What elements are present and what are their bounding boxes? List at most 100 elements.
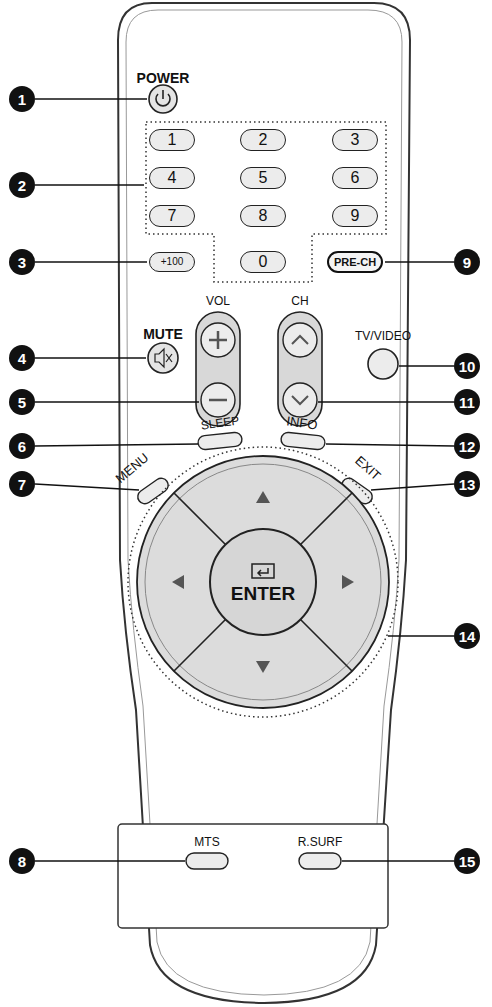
callout-circle [454,848,480,874]
plus-symbol [209,331,227,349]
button-label: PRE-CH [334,257,376,268]
leader-line [35,484,139,490]
callout-number: 3 [18,255,26,270]
channel-down-button [283,383,317,417]
callout-circle [9,433,35,459]
button-name: MENU [113,451,151,486]
callout-number: 5 [18,395,26,410]
callout-number: 1 [18,92,26,107]
button-label: 8 [259,208,268,224]
sleep-button [197,432,242,451]
minus-symbol [209,399,227,402]
button-name: SLEEP [200,414,240,431]
callout-circle [454,623,480,649]
button-name: POWER [137,71,190,85]
callout-number: 15 [459,854,476,869]
button-name: EXIT [353,453,383,482]
button-label: 7 [168,208,177,224]
remote-button: 0 [240,251,286,273]
button-label: +100 [161,257,184,267]
mute-icon [155,349,164,367]
button-label: 9 [351,208,360,224]
dpad [137,456,389,708]
mts-button [186,853,228,869]
mute-button [148,343,178,373]
power-button [149,85,177,113]
callout-number: 6 [18,439,26,454]
callout-number: 2 [18,178,26,193]
callout-circle [454,471,480,497]
bottom-panel [118,824,388,928]
enter-button: ENTER [209,528,317,636]
keypad-outline [146,122,386,282]
leader-line [35,357,146,359]
leader-line [326,444,454,446]
remote-button: 2 [240,129,286,151]
remote-button: 7 [149,205,195,227]
button-name: MUTE [143,327,183,341]
button-label: 1 [168,132,177,148]
leader-line [388,635,454,637]
leader-line [35,261,147,263]
leader-line [318,401,454,403]
callout-number: 8 [18,854,26,869]
remote-button: 3 [332,129,378,151]
leader-line [35,184,144,186]
remote-button: 5 [240,167,286,189]
button-name: R.SURF [298,836,343,848]
leader-line [371,484,454,490]
leader-line [35,860,185,862]
dpad-ring [145,464,381,700]
volume-up-button [201,323,235,357]
button-label: 0 [259,254,268,270]
dpad-divider [174,493,352,671]
down-chevron [292,396,308,404]
up-chevron [292,336,308,344]
callout-circle [9,345,35,371]
callout-circle [454,389,480,415]
enter-icon [258,568,268,576]
button-name: INFO [286,414,319,431]
leader-line [35,401,199,403]
remote-button: 9 [332,205,378,227]
volume-rocker [196,312,240,426]
remote-button: 4 [149,167,195,189]
remote-button: 6 [332,167,378,189]
enter-icon [252,564,274,578]
remote-body [118,3,410,1003]
callout-number: 4 [18,351,26,366]
leader-line [342,860,454,862]
channel-up-button [283,323,317,357]
leader-line [385,261,454,263]
leader-lines [35,99,454,861]
callout-number: 11 [459,395,475,410]
callout-circle [454,353,480,379]
dpad-outline [128,447,398,717]
callout-number: 13 [459,477,476,492]
button-name: CH [291,295,308,307]
callout-number: 12 [459,439,476,454]
callout-number: 10 [459,359,476,374]
callout-circle [454,249,480,275]
button-label: 2 [259,132,268,148]
button-label: 3 [351,132,360,148]
leader-line [35,98,147,100]
volume-down-button [201,383,235,417]
button-name: MTS [194,836,219,848]
callout-circle [9,389,35,415]
tv-video-button [368,349,398,379]
callout-circle [454,433,480,459]
remote-button: 8 [240,205,286,227]
callout-number: 14 [459,629,476,644]
callout-circle [9,471,35,497]
callout-circle [9,86,35,112]
remote-button: 1 [149,129,195,151]
button-label: ENTER [231,584,295,603]
up-arrow [256,491,270,503]
mute-icon [166,354,172,362]
callout-number: 7 [18,477,26,492]
callout-number: 9 [463,255,471,270]
rsurf-button [299,853,341,869]
